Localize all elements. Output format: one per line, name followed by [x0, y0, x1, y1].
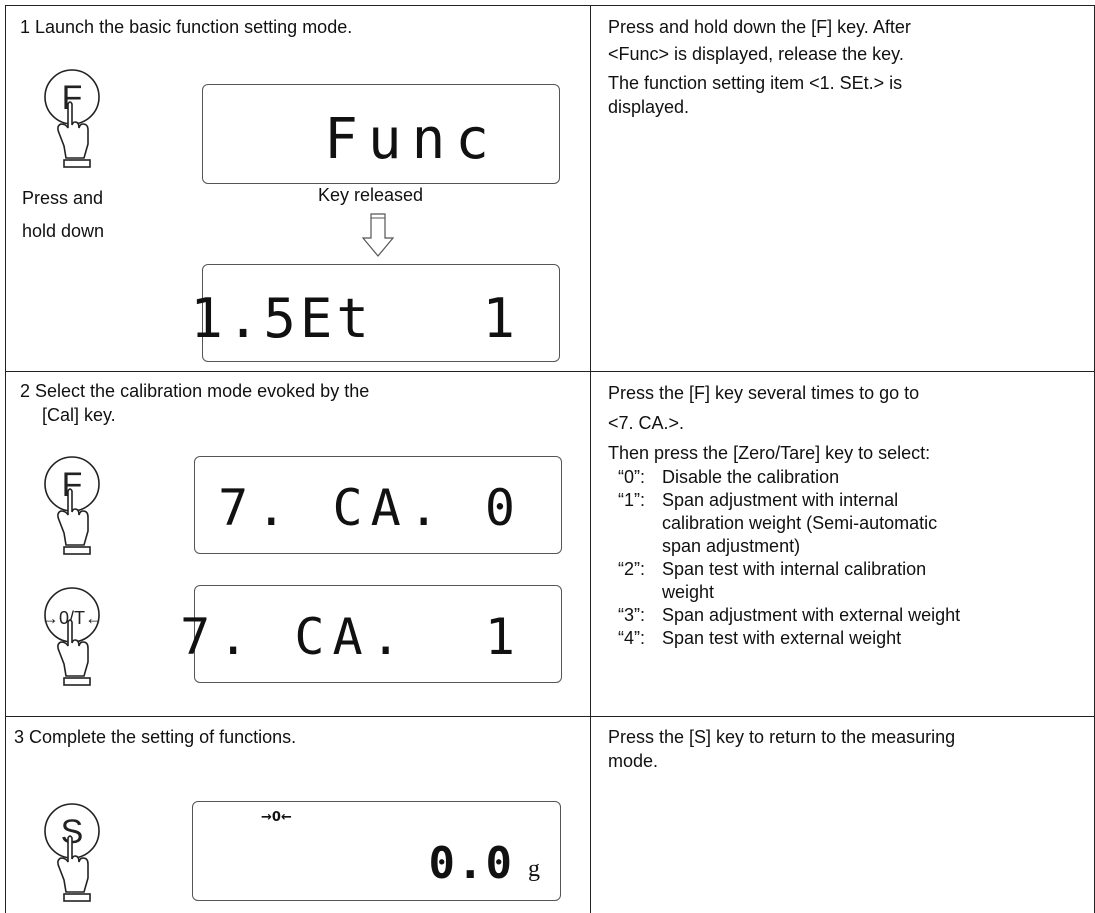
step-2-desc-line-1: Press the [F] key several times to go to [608, 383, 920, 403]
f-key-label: F [62, 79, 83, 117]
display-func: Func [202, 84, 560, 184]
option-4-text: Span test with external weight [662, 628, 902, 648]
table-border-top [5, 5, 1095, 6]
display-set: 1.5Et 1 [190, 264, 560, 362]
press-and-hold-label-1: Press and [22, 188, 104, 208]
table-row-divider-1 [5, 371, 1095, 372]
option-1: “1”: Span adjustment with internal [618, 489, 898, 512]
step-1-title: 1 Launch the basic function setting mode… [20, 17, 353, 37]
s-key-press-icon: S [44, 803, 100, 902]
press-and-hold-label-2: hold down [22, 221, 105, 241]
display-func-text: Func [324, 107, 499, 172]
option-1-code: “1”: [618, 490, 645, 510]
step-3-desc-line-2: mode. [608, 751, 659, 771]
f-key-label: F [62, 466, 83, 504]
display-measure-value: 0.0 [428, 838, 514, 889]
table-row-divider-2 [5, 716, 1095, 717]
step-1-desc-line-3: The function setting item <1. SEt.> is [608, 73, 903, 93]
f-key-press-icon: F [44, 69, 100, 168]
option-3: “3”: Span adjustment with external weight [618, 604, 960, 627]
s-key-label: S [61, 813, 84, 851]
option-1-text-1: Span adjustment with internal [662, 490, 899, 510]
table-border-left [5, 5, 6, 913]
key-released-label: Key released [318, 185, 424, 205]
table-column-divider [590, 5, 591, 913]
step-3-title: 3 Complete the setting of functions. [14, 727, 297, 747]
down-arrow-icon [361, 213, 395, 257]
step-1-desc-line-4: displayed. [608, 97, 690, 117]
option-0-code: “0”: [618, 467, 645, 487]
option-1-cont-2: span adjustment) [662, 536, 801, 556]
step-3-desc-line-1: Press the [S] key to return to the measu… [608, 727, 956, 747]
option-2: “2”: Span test with internal calibration [618, 558, 926, 581]
display-cal-0-text: 7. CA. 0 [218, 479, 523, 537]
step-1-desc-line-2: <Func> is displayed, release the key. [608, 44, 904, 64]
option-4-code: “4”: [618, 628, 645, 648]
display-cal-1-text: 7. CA. 1 [180, 608, 523, 666]
step-2-title-line-2: [Cal] key. [42, 405, 116, 425]
option-2-cont-1: weight [662, 582, 715, 602]
step-2-title-line-1: 2 Select the calibration mode evoked by … [20, 381, 370, 401]
option-0: “0”: Disable the calibration [618, 466, 839, 489]
display-set-text: 1.5Et 1 [190, 287, 519, 350]
display-cal-0: 7. CA. 0 [194, 456, 562, 554]
option-0-text: Disable the calibration [662, 467, 840, 487]
option-4: “4”: Span test with external weight [618, 627, 901, 650]
zero-tare-key-press-icon: →0/T← [42, 587, 103, 686]
display-cal-1: 7. CA. 1 [180, 585, 562, 683]
step-2-desc-line-2: <7. CA.>. [608, 413, 685, 433]
option-3-code: “3”: [618, 605, 645, 625]
step-1-desc-line-1: Press and hold down the [F] key. After [608, 17, 911, 37]
zero-indicator: →0← [261, 810, 292, 825]
option-2-code: “2”: [618, 559, 645, 579]
option-3-text: Span adjustment with external weight [662, 605, 961, 625]
step-2-desc-line-3: Then press the [Zero/Tare] key to select… [608, 443, 931, 463]
option-2-text-1: Span test with internal calibration [662, 559, 927, 579]
display-measure-unit: g [528, 856, 540, 882]
f-key-press-icon: F [44, 456, 100, 555]
display-measure: →0← 0.0 g [192, 801, 561, 901]
zero-tare-key-label: →0/T← [42, 608, 103, 628]
option-1-cont-1: calibration weight (Semi-automatic [662, 513, 938, 533]
